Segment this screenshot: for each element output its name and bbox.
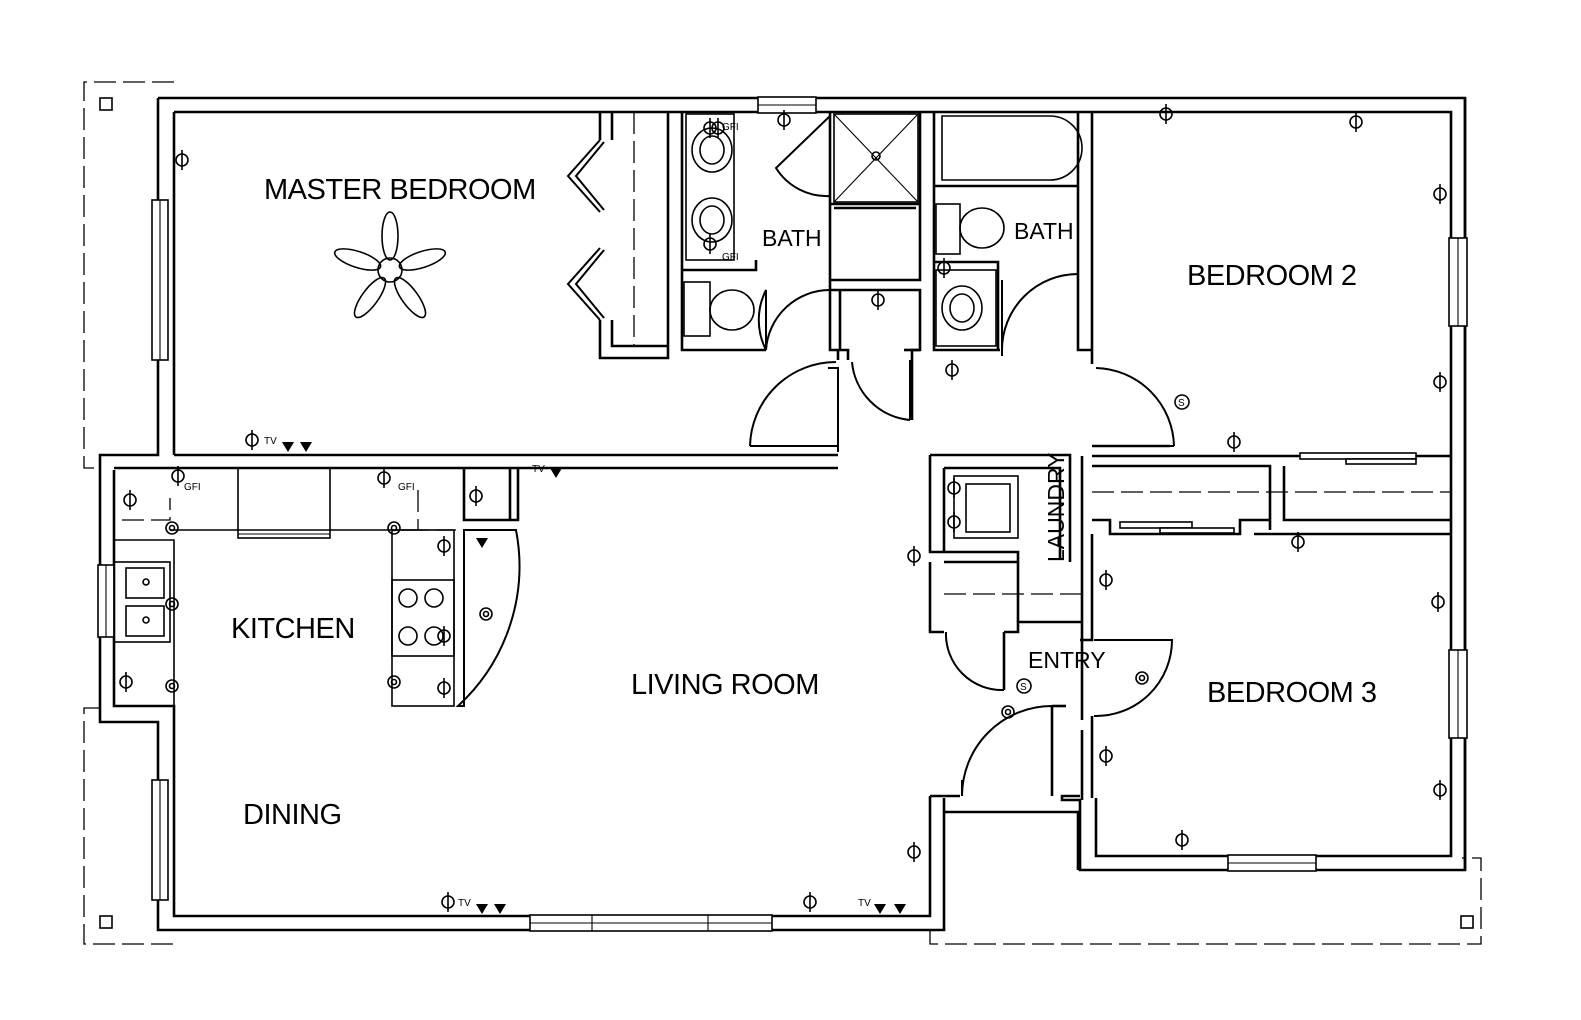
outlet-icon [1433,184,1447,204]
bedroom-2-label: BEDROOM 2 [1187,260,1357,292]
room-labels: MASTER BEDROOM BATH BATH BEDROOM 2 KITCH… [231,174,1377,831]
outlet-icon [119,672,133,692]
outlet-icon [1349,112,1363,132]
smoke-detector-icon [1174,394,1190,410]
tv-jack-icon [476,538,488,548]
outlet-icon [1099,746,1113,766]
tv-jack-icon [494,904,506,914]
outlet-icon [1433,372,1447,392]
master-bath-label: BATH [762,225,822,251]
dining-label: DINING [243,799,342,831]
outlet-icon [907,842,921,862]
light-fixture-icon [165,597,179,611]
tv-jack-icon [476,904,488,914]
light-fixture-icon [165,679,179,693]
outlet-icon [175,150,189,170]
outlet-icon [377,468,391,488]
kitchen-fixtures [113,467,455,707]
interior-walls [114,112,1450,800]
bedroom-3-label: BEDROOM 3 [1207,677,1377,709]
gfi-label: GFI [722,122,739,133]
kitchen-label: KITCHEN [231,613,355,645]
master-closet-doors [566,139,605,321]
outlet-icon [1099,570,1113,590]
outlet-icon [803,892,817,912]
outlet-icon [171,466,185,486]
light-fixture-icon [165,521,179,535]
fan-blade [381,211,399,261]
exterior-walls [98,96,1467,932]
tv-label: TV [858,898,871,909]
outlet-symbols [119,104,1447,912]
tv-jack-icon [282,442,294,452]
outlet-icon [1291,532,1305,552]
tv-jack-icon [550,468,562,478]
master-bedroom-label: MASTER BEDROOM [264,174,536,206]
outlet-icon [1159,104,1173,124]
outlet-icon [703,118,717,138]
outlet-icon [123,490,137,510]
outlet-icon [469,486,483,506]
tv-jacks: TV TV TV TV [264,436,906,914]
hall-bath-label: BATH [1014,218,1074,244]
gfi-labels: GFI GFI GFI GFI [184,122,739,493]
windows [97,96,1468,932]
light-fixture-symbols [165,521,1149,719]
smoke-detectors: S S [1016,394,1190,694]
fan-blade [353,276,387,319]
door-swings [455,273,1175,797]
gfi-label: GFI [184,482,201,493]
porch-outlines [83,81,1482,945]
outlet-icon [871,290,885,310]
light-fixture-icon [1135,671,1149,685]
master-bath-fixtures [683,113,919,337]
living-room-label: LIVING ROOM [631,669,819,701]
outlet-icon [947,512,961,532]
laundry-label: LAUNDRY [1043,453,1069,563]
gfi-label: GFI [722,252,739,263]
hall-bath-fixtures [935,115,1083,347]
tv-jack-icon [300,442,312,452]
smoke-detector-label: S [1178,398,1185,409]
outlet-icon [947,478,961,498]
entry-label: ENTRY [1028,647,1106,673]
outlet-icon [711,118,725,138]
fan-blade [393,276,427,319]
outlet-icon [907,546,921,566]
light-fixture-icon [387,675,401,689]
smoke-detector-label: S [1020,682,1027,693]
outlet-icon [437,678,451,698]
outlet-icon [1175,830,1189,850]
light-fixture-icon [387,521,401,535]
ceiling-fan-icon [333,211,447,319]
outlet-icon [1433,780,1447,800]
fan-blade [333,248,382,271]
fan-blade [398,248,447,271]
tv-label: TV [532,464,545,475]
tv-label: TV [264,436,277,447]
outlet-icon [1431,592,1445,612]
laundry-fixtures [953,475,1019,539]
tv-jack-icon [874,904,886,914]
outlet-icon [1227,432,1241,452]
outlet-icon [437,536,451,556]
outlet-icon [437,626,451,646]
light-fixture-icon [479,607,493,621]
gfi-label: GFI [398,482,415,493]
outlet-icon [777,110,791,130]
outlet-icon [703,234,717,254]
smoke-detector-icon [1016,678,1032,694]
tv-label: TV [458,898,471,909]
sliding-closet-doors [1119,452,1417,534]
outlet-icon [937,258,951,278]
outlet-icon [945,360,959,380]
outlet-icon [245,430,259,450]
outlet-icon [441,892,455,912]
light-fixture-icon [1001,705,1015,719]
tv-jack-icon [894,904,906,914]
